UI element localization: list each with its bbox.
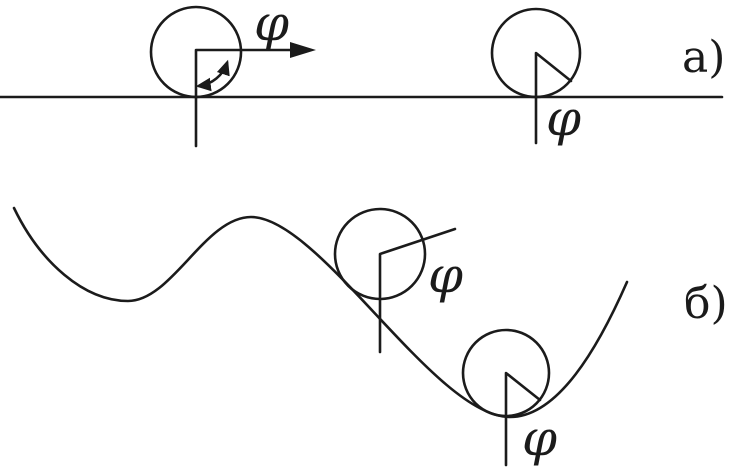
panel-b: φ φ б) (12, 206, 728, 467)
wheel-b-lower-radius-lines (504, 371, 542, 467)
rotation-angle-arc-arrow (195, 59, 230, 92)
panel-b-labels: φ φ б) (428, 246, 728, 467)
phi-label-b-upper: φ (428, 246, 463, 304)
wheel-a-right-radius-lines (534, 51, 573, 145)
panel-a-geometry (0, 5, 724, 148)
wheel-a-left-radius-and-direction-line (194, 48, 292, 148)
panel-b-geometry (12, 206, 629, 467)
phi-label-a-left: φ (254, 0, 289, 52)
wavy-surface-line (12, 206, 629, 419)
panel-b-label: б) (684, 278, 728, 329)
panel-a-label: а) (682, 32, 725, 83)
wheel-b-upper-radius-lines (378, 227, 457, 354)
phi-label-b-lower: φ (522, 409, 557, 467)
phi-label-a-right: φ (546, 89, 581, 147)
panel-a-labels: φ φ а) (254, 0, 725, 147)
panel-a: φ φ а) (0, 0, 725, 148)
direction-arrowhead-icon (290, 42, 316, 58)
